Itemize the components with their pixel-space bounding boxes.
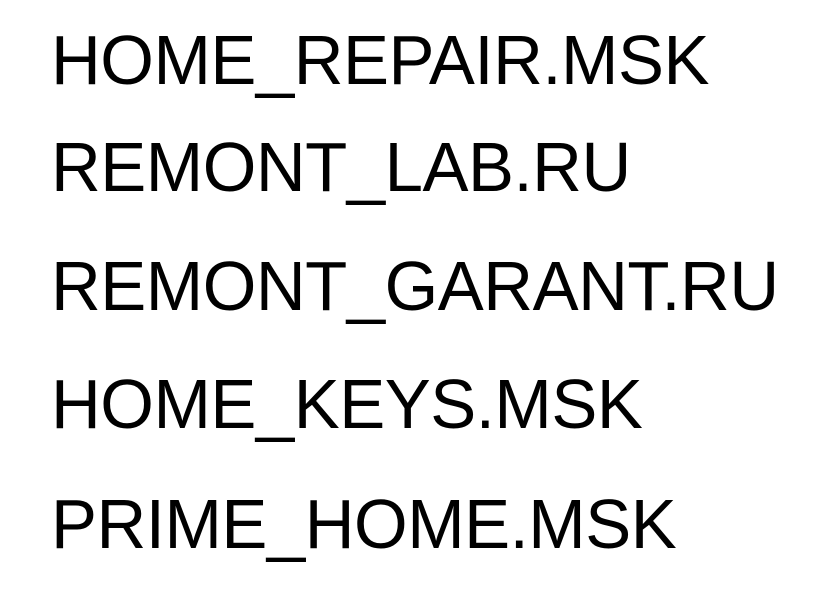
site-name-item: PRIME_HOME.MSK [51,485,677,563]
site-name-item: HOME_REPAIR.MSK [51,21,709,99]
site-name-item: REMONT_GARANT.RU [51,247,779,325]
site-name-item: HOME_KEYS.MSK [51,365,643,443]
site-name-item: REMONT_LAB.RU [51,128,631,206]
